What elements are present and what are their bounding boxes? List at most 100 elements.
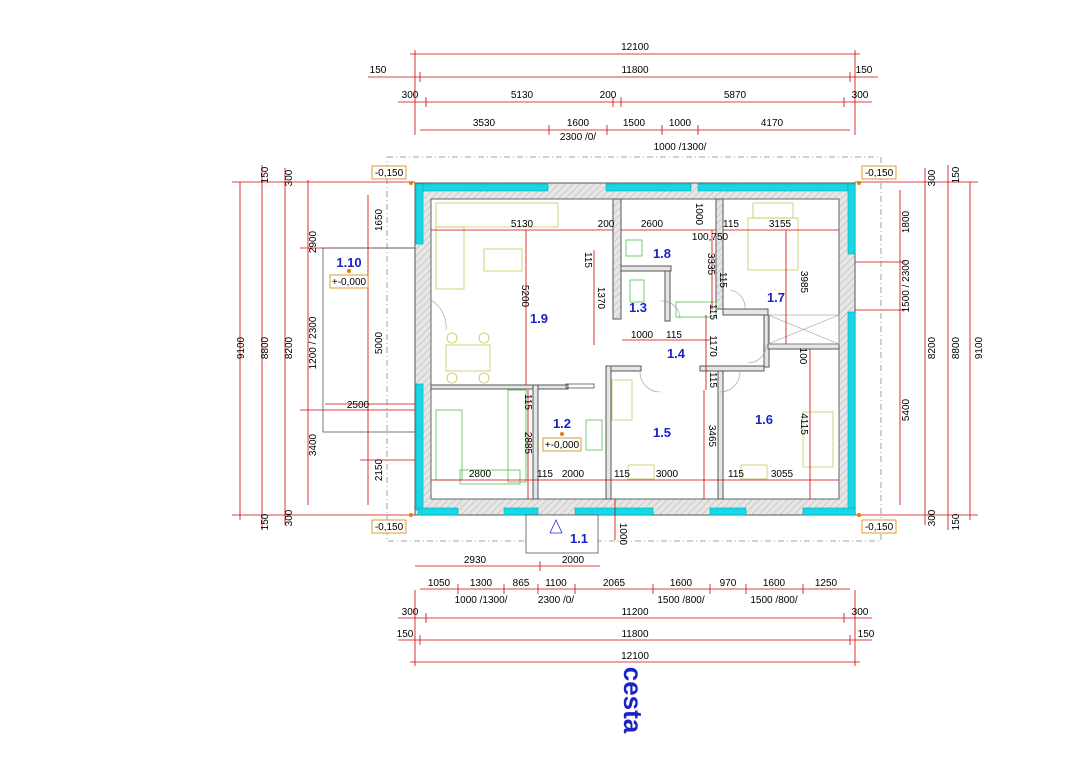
window-left-2 [415, 383, 424, 511]
dim-int-2600: 2600 [641, 219, 664, 230]
dim-int-100: 100 [797, 348, 808, 365]
dim-bottom-300-left: 300 [402, 607, 419, 618]
room-label-1-2: 1.2 [553, 416, 571, 431]
dim-bottom-2000: 2000 [562, 555, 585, 566]
window-right-1 [847, 183, 856, 255]
top-dimensions: 12100 150 11800 150 300 5130 200 5870 30… [368, 42, 878, 153]
dim-left-8800: 8800 [260, 336, 271, 359]
dim-int-3465: 3465 [706, 425, 717, 448]
dim-int-1000a: 1000 [693, 203, 704, 226]
dim-int-5200: 5200 [519, 285, 530, 308]
dim-int-115g: 115 [522, 394, 533, 410]
entrance-porch [525, 514, 599, 554]
dim-top-12100: 12100 [621, 42, 649, 53]
level-marker-icon [560, 432, 564, 436]
dim-top-300-left: 300 [402, 90, 419, 101]
dim-top-11800: 11800 [621, 65, 649, 76]
dim-int-1000c: 1000 [617, 523, 628, 546]
level-marks: -0,150 -0,150 -0,150 -0,150 +-0,000 +-0,… [329, 165, 897, 534]
window-left-1 [415, 183, 424, 245]
room-label-1-5: 1.5 [653, 425, 671, 440]
dim-bottom-970: 970 [720, 578, 737, 589]
dim-int-115f: 115 [707, 372, 718, 388]
room-labels: 1.9 1.8 1.3 1.7 1.4 1.5 1.6 1.2 1.1 1.10 [336, 246, 785, 546]
dim-bottom-1500-800a: 1500 /800/ [657, 595, 704, 606]
dim-left-1650: 1650 [374, 208, 385, 231]
dim-bottom-300-right: 300 [852, 607, 869, 618]
window-bottom-3 [574, 507, 654, 516]
dim-bottom-1250: 1250 [815, 578, 838, 589]
dim-right-150-top: 150 [951, 166, 962, 183]
dim-int-1370: 1370 [595, 287, 606, 310]
dim-bottom-1100: 1100 [545, 578, 567, 589]
dim-right-8200: 8200 [927, 336, 938, 359]
dim-bottom-1600a: 1600 [670, 578, 693, 589]
street-label: cesta [618, 667, 648, 734]
dim-top-4170: 4170 [761, 118, 784, 129]
dim-bottom-11800: 11800 [621, 629, 649, 640]
dim-top-1500: 1500 [623, 118, 646, 129]
room-label-1-8: 1.8 [653, 246, 671, 261]
dim-top-150-left: 150 [370, 65, 387, 76]
window-bottom-1 [417, 507, 459, 516]
dim-top-3530: 3530 [473, 118, 496, 129]
dim-top-300-right: 300 [852, 90, 869, 101]
interior-dimensions: 5130 200 2600 1000 100,750 115 3155 5200… [431, 203, 839, 546]
dim-top-1000: 1000 [669, 118, 692, 129]
dim-left-150-bottom: 150 [260, 513, 271, 530]
right-dimensions: 9100 8800 8200 150 300 300 150 1800 5400… [855, 165, 985, 530]
dim-int-3155: 3155 [769, 219, 792, 230]
dim-top-5870: 5870 [724, 90, 747, 101]
dim-bottom-150-left: 150 [397, 629, 414, 640]
window-right-2 [847, 311, 856, 511]
dim-int-2000: 2000 [562, 469, 585, 480]
dim-int-3000: 3000 [656, 469, 679, 480]
dim-top-1000-1300: 1000 /1300/ [654, 142, 707, 153]
room-label-1-9: 1.9 [530, 311, 548, 326]
dim-bottom-1050: 1050 [428, 578, 451, 589]
room-label-1-7: 1.7 [767, 290, 785, 305]
dim-left-stack: 1200 / 2300 [308, 316, 319, 369]
building [322, 156, 882, 554]
dim-right-8800: 8800 [951, 336, 962, 359]
dim-bottom-150-right: 150 [858, 629, 875, 640]
level-marker-icon [409, 181, 413, 185]
dim-bottom-1600b: 1600 [763, 578, 786, 589]
dim-left-5000: 5000 [374, 331, 385, 354]
dim-int-115i: 115 [614, 469, 630, 480]
dim-left-2500: 2500 [347, 400, 370, 411]
dim-bottom-2300-0: 2300 /0/ [538, 595, 574, 606]
dim-int-100-750: 100,750 [692, 232, 729, 243]
dim-top-150-right: 150 [856, 65, 873, 76]
level-mark-tl: -0,150 [375, 168, 404, 179]
window-bottom-5 [802, 507, 856, 516]
window-bottom-2 [503, 507, 539, 516]
dim-int-115e: 115 [707, 304, 718, 320]
dim-bottom-1500-800b: 1500 /800/ [750, 595, 797, 606]
dim-int-1170: 1170 [707, 335, 718, 357]
dim-int-1000b: 1000 [631, 330, 654, 341]
dim-right-1800: 1800 [901, 210, 912, 233]
dim-left-300-bottom: 300 [284, 509, 295, 526]
dim-int-2885: 2885 [522, 432, 533, 455]
dim-int-115a: 115 [723, 219, 739, 230]
dim-int-3055: 3055 [771, 469, 794, 480]
dim-bottom-12100: 12100 [621, 651, 649, 662]
level-mark-1-10: +-0,000 [332, 277, 367, 288]
dim-right-300-bottom: 300 [927, 509, 938, 526]
plot-boundary [386, 156, 882, 542]
room-label-1-6: 1.6 [755, 412, 773, 427]
level-mark-bl: -0,150 [375, 522, 404, 533]
dim-int-4115: 4115 [798, 413, 809, 435]
level-marker-icon [347, 269, 351, 273]
dim-int-200: 200 [598, 219, 615, 230]
dim-int-115c: 115 [717, 272, 728, 288]
dim-int-115b: 115 [582, 252, 593, 268]
dim-top-1600: 1600 [567, 118, 590, 129]
bottom-dimensions: 2930 2000 1050 1300 865 1100 2065 1600 9… [397, 555, 875, 666]
level-marker-icon [857, 181, 861, 185]
window-top-1 [417, 183, 549, 192]
windows [415, 183, 856, 516]
level-mark-1-2: +-0,000 [545, 440, 580, 451]
